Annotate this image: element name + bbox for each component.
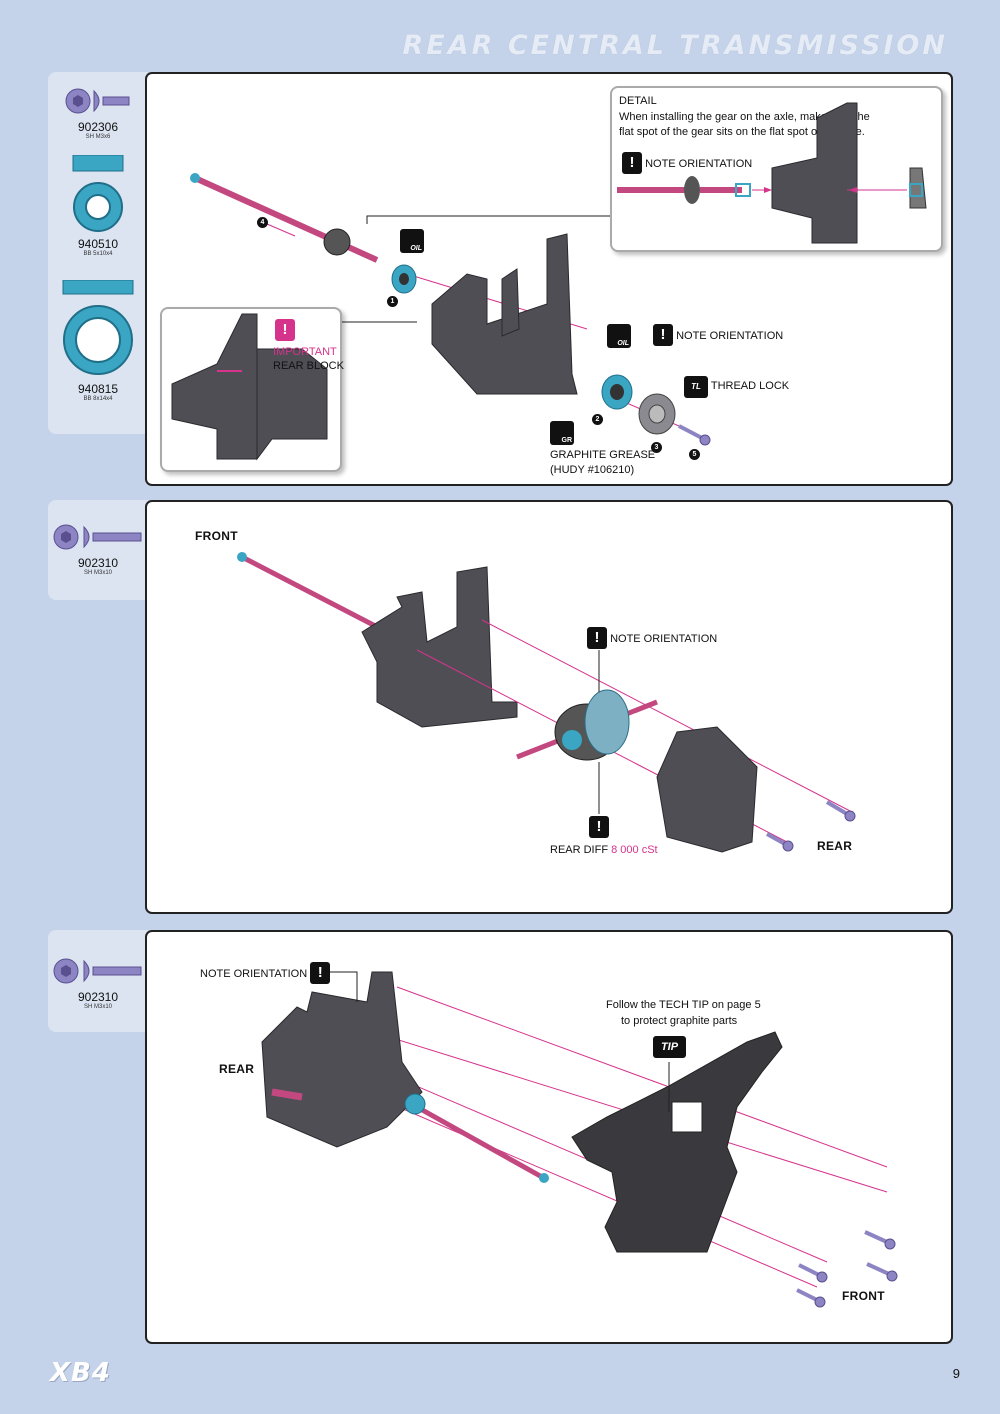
step2-diagram: [237, 552, 856, 853]
important-callout: ! IMPORTANT REAR BLOCK: [160, 307, 344, 472]
step-marker-1: 1: [387, 296, 398, 307]
part-desc: SH M3x10: [83, 570, 112, 576]
graphite-grease-label: GRAPHITE GREASE: [550, 449, 656, 461]
oil-icon-label: OIL: [410, 245, 422, 252]
note-orientation-label: ! NOTE ORIENTATION: [653, 324, 783, 346]
oil-icon-label: OIL: [617, 340, 629, 347]
xb4-logo: XB4: [50, 1358, 111, 1388]
bearing-small-icon: [72, 154, 124, 232]
rear-diff-label: REAR DIFF 8 000 cSt: [550, 844, 658, 856]
assembly-panel-step2: FRONT ! NOTE ORIENTATION ! REAR DIFF 8 0…: [145, 500, 953, 914]
button-head-screw-icon: [53, 524, 142, 550]
graphite-grease-icon: GR: [550, 421, 574, 445]
part-code: 902306: [77, 120, 119, 134]
tech-tip-line2: to protect graphite parts: [621, 1015, 738, 1027]
oil-icon: OIL: [607, 324, 631, 348]
bearing-large-icon: [62, 279, 134, 375]
note-orientation-label: NOTE ORIENTATION !: [200, 962, 331, 984]
step-marker-4: 4: [257, 217, 268, 228]
exclamation-icon: !: [310, 962, 331, 984]
parts-list-section2: 902310 SH M3x10: [48, 500, 148, 600]
part-desc: BB 5x10x4: [83, 251, 113, 257]
page-title: REAR CENTRAL TRANSMISSION: [402, 30, 948, 61]
step-marker-2: 2: [592, 414, 603, 425]
part-code: 940510: [77, 237, 119, 251]
detail-note-orientation: ! NOTE ORIENTATION: [622, 152, 752, 174]
assembly-panel-step1: 4 1 2 3 5 OIL OIL ! NOTE ORIENTATION TL …: [145, 72, 953, 486]
tip-badge-icon: TIP: [653, 1036, 686, 1058]
step-marker-3: 3: [651, 442, 662, 453]
page-number: 9: [952, 1366, 960, 1381]
exclamation-icon: !: [275, 319, 295, 341]
part-desc: BB 8x14x4: [83, 396, 113, 402]
rear-direction-label: REAR: [817, 839, 853, 853]
part-desc: SH M3x10: [83, 1004, 112, 1010]
note-orientation-label: ! NOTE ORIENTATION: [587, 627, 717, 649]
detail-diagram: [617, 102, 927, 244]
part-screw-902310: 902310 SH M3x10: [48, 522, 148, 577]
detail-heading: DETAIL: [619, 95, 657, 107]
part-bearing-940510: 940510 BB 5x10x4: [48, 154, 148, 258]
oil-icon: OIL: [400, 229, 424, 253]
detail-callout: DETAIL When installing the gear on the a…: [610, 86, 943, 252]
detail-text-line1: When installing the gear on the axle, ma…: [619, 111, 870, 123]
detail-text-line2: flat spot of the gear sits on the flat s…: [619, 126, 865, 138]
thread-lock-icon: TL: [684, 376, 708, 398]
part-code: 902310: [77, 990, 119, 1004]
button-head-screw-icon: [53, 958, 142, 984]
rear-block-diagram: [171, 313, 328, 461]
exclamation-icon: !: [622, 152, 642, 174]
exclamation-icon: !: [587, 627, 607, 649]
part-screw-902306: 902306 SH M3x6: [48, 86, 148, 141]
step3-diagram: [261, 971, 898, 1308]
grease-icon-label: GR: [561, 437, 573, 444]
exclamation-icon: !: [653, 324, 673, 346]
part-code: 902310: [77, 556, 119, 570]
tech-tip-line1: Follow the TECH TIP on page 5: [606, 999, 761, 1011]
part-code: 940815: [77, 382, 119, 396]
important-label: IMPORTANT: [273, 346, 337, 358]
graphite-grease-ref: (HUDY #106210): [550, 464, 635, 476]
button-head-screw-icon: [65, 88, 130, 114]
front-direction-label: FRONT: [195, 529, 238, 543]
assembly-panel-step3: NOTE ORIENTATION ! Follow the TECH TIP o…: [145, 930, 953, 1344]
parts-list-section3: 902310 SH M3x10: [48, 930, 148, 1032]
part-screw-902310: 902310 SH M3x10: [48, 956, 148, 1011]
part-desc: SH M3x6: [85, 134, 111, 140]
rear-block-label: REAR BLOCK: [273, 360, 344, 372]
diff-oil-value: 8 000 cSt: [611, 844, 658, 856]
step-marker-5: 5: [689, 449, 700, 460]
front-direction-label: FRONT: [842, 1289, 885, 1303]
step1-diagram: [190, 173, 733, 446]
parts-list-section1: 902306 SH M3x6 940510 BB 5x10x4 940815 B…: [48, 72, 148, 434]
part-bearing-940815: 940815 BB 8x14x4: [48, 279, 148, 403]
exclamation-icon: !: [589, 816, 609, 838]
rear-direction-label: REAR: [219, 1062, 255, 1076]
thread-lock-label: TL THREAD LOCK: [684, 376, 789, 398]
